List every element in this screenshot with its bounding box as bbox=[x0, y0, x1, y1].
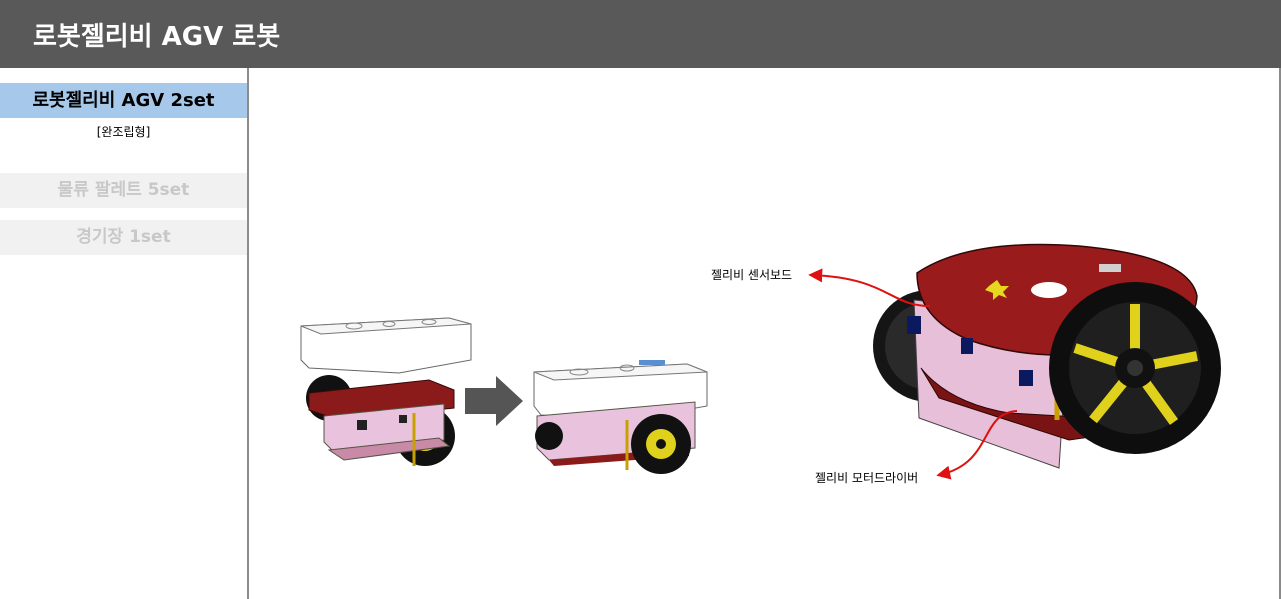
robot-assembled-image bbox=[533, 360, 708, 474]
sidebar-item-agv-robot[interactable]: 로봇젤리비 AGV 2set bbox=[0, 83, 247, 118]
robot-exploded-image bbox=[300, 317, 472, 466]
arrow-right-icon bbox=[465, 376, 523, 426]
right-edge bbox=[1279, 68, 1281, 599]
sidebar-divider bbox=[247, 68, 249, 599]
sidebar-item-pallet[interactable]: 물류 팔레트 5set bbox=[0, 173, 247, 208]
label-motor-driver: 젤리비 모터드라이버 bbox=[815, 471, 919, 485]
sidebar-item-agv-robot-sub: [완조립형] bbox=[96, 125, 151, 139]
sidebar: 로봇젤리비 AGV 2set [완조립형] 물류 팔레트 5set 경기장 1s… bbox=[0, 68, 247, 599]
app-header: 로봇젤리비 AGV 로봇 bbox=[0, 0, 1281, 68]
label-sensor-board: 젤리비 센서보드 bbox=[711, 268, 793, 282]
robot-illustration bbox=[300, 243, 1221, 480]
motor-driver-pointer bbox=[936, 410, 1018, 480]
main-content: 젤리비 센서보드 젤리비 모터드라이버 bbox=[249, 68, 1279, 599]
sensor-board-pointer bbox=[808, 268, 931, 307]
sidebar-item-arena[interactable]: 경기장 1set bbox=[0, 220, 247, 255]
page-title: 로봇젤리비 AGV 로봇 bbox=[33, 22, 281, 52]
robot-detail-image bbox=[873, 243, 1221, 469]
